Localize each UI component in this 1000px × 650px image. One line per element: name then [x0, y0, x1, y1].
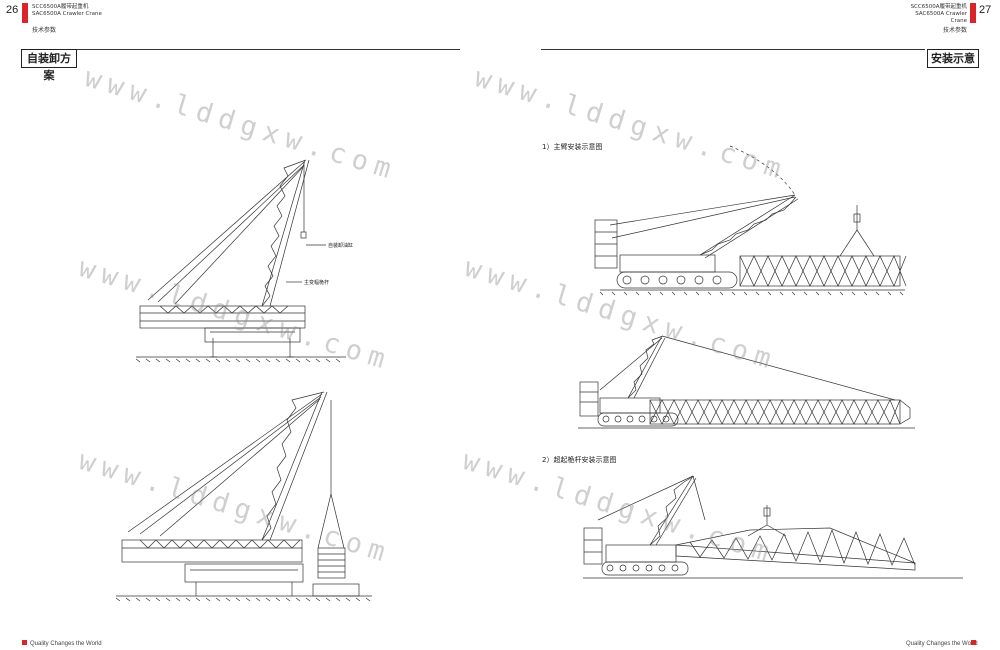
- label-self-assembly-cylinder: 自装卸油缸: [328, 243, 354, 249]
- footer-square-left: [22, 640, 27, 645]
- header-rule-left: [76, 49, 460, 50]
- label-main-luffing-mast: 主变幅桅杆: [304, 280, 330, 286]
- header-title-cn-left: SCC6500A履带起重机: [32, 4, 89, 10]
- header-rule-right: [541, 49, 925, 50]
- footer-square-right: [971, 640, 976, 645]
- footer-slogan-left: Quality Changes the World: [30, 641, 102, 647]
- caption-main-boom-installation: 1）主臂安装示意图: [542, 143, 603, 151]
- header-section-right: 技术参数: [942, 27, 967, 34]
- self-assembly-diagram-top: [135, 159, 346, 363]
- page-number-left: 26: [6, 4, 19, 16]
- header-title-en-right: SAC6500A Crawler Crane: [915, 11, 967, 24]
- page-title-right: 安装示意: [927, 49, 979, 68]
- accent-bar-right: [970, 3, 976, 23]
- footer-slogan-right: Quality Changes the World: [906, 641, 978, 647]
- page-title-left: 自装卸方案: [21, 49, 77, 82]
- header-section-left: 技术参数: [32, 27, 57, 34]
- caption-superlift-mast-installation: 2）超起桅杆安装示意图: [542, 456, 617, 464]
- self-assembly-diagram-bottom: [115, 391, 372, 602]
- header-title-en-left: SAC6500A Crawler Crane: [32, 11, 102, 17]
- header-title-cn-right: SCC6500A履带起重机: [910, 4, 967, 10]
- page-number-right: 27: [979, 4, 992, 16]
- accent-bar-left: [22, 3, 28, 23]
